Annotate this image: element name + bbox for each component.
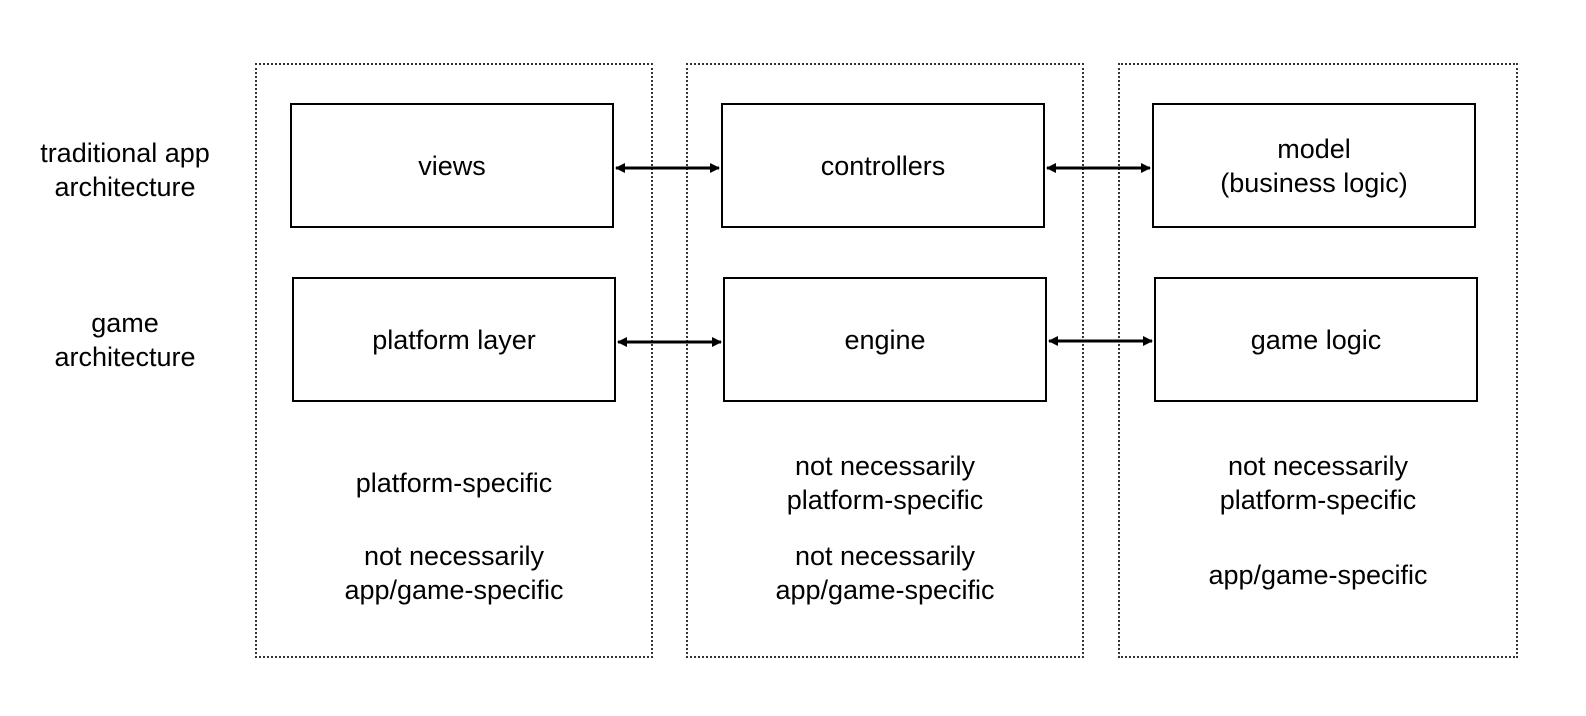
column-engine: [686, 63, 1084, 658]
views-box: views: [290, 103, 614, 228]
note-line: not necessarily: [794, 541, 976, 571]
note-line: app/game-specific: [344, 575, 564, 605]
row-label-traditional-app-architecture: traditional app architecture: [10, 136, 240, 204]
note-line: platform-specific: [355, 468, 553, 498]
note-line: platform-specific: [786, 485, 984, 515]
row-label-line: architecture: [54, 172, 196, 202]
column-platform-specific: [255, 63, 653, 658]
box-label: controllers: [820, 150, 946, 181]
row-label-line: game: [91, 308, 159, 338]
game-logic-box: game logic: [1154, 277, 1478, 402]
box-label: game logic: [1250, 324, 1382, 355]
note-app-game-specific: app/game-specific: [1118, 558, 1518, 592]
engine-box: engine: [723, 277, 1047, 402]
platform-layer-box: platform layer: [292, 277, 616, 402]
box-label: model: [1277, 133, 1351, 164]
note-not-app-game-specific: not necessarily app/game-specific: [686, 539, 1084, 607]
note-line: app/game-specific: [775, 575, 995, 605]
row-label-line: architecture: [54, 342, 196, 372]
note-not-platform-specific: not necessarily platform-specific: [686, 449, 1084, 517]
note-line: not necessarily: [1227, 451, 1409, 481]
column-app-game-specific: [1118, 63, 1518, 658]
note-line: not necessarily: [363, 541, 545, 571]
note-platform-specific: platform-specific: [255, 466, 653, 500]
box-label: engine: [844, 324, 926, 355]
note-not-app-game-specific: not necessarily app/game-specific: [255, 539, 653, 607]
note-line: not necessarily: [794, 451, 976, 481]
note-line: platform-specific: [1219, 485, 1417, 515]
box-label: views: [418, 150, 486, 181]
box-label: (business logic): [1220, 167, 1408, 198]
model-box: model (business logic): [1152, 103, 1476, 228]
box-label: platform layer: [372, 324, 536, 355]
row-label-game-architecture: game architecture: [10, 306, 240, 374]
controllers-box: controllers: [721, 103, 1045, 228]
note-not-platform-specific: not necessarily platform-specific: [1118, 449, 1518, 517]
row-label-line: traditional app: [40, 138, 210, 168]
note-line: app/game-specific: [1208, 560, 1428, 590]
